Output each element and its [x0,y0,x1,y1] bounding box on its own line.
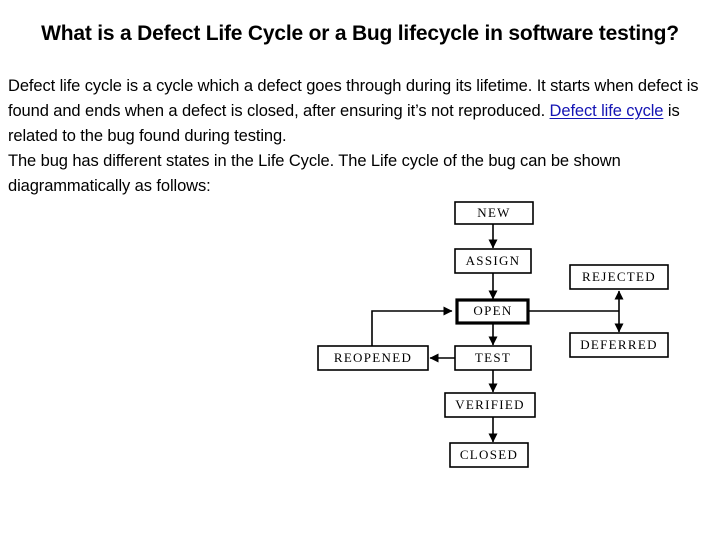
node-test-label: TEST [475,350,511,365]
node-test[interactable]: TEST [454,345,532,371]
node-deferred-label: DEFERRED [580,337,658,352]
node-assign-label: ASSIGN [466,253,521,268]
node-open-label: OPEN [473,303,512,318]
defect-life-cycle-link[interactable]: Defect life cycle [549,102,664,120]
body-copy: Defect life cycle is a cycle which a def… [8,74,708,199]
node-closed-label: CLOSED [460,447,518,462]
node-open[interactable]: OPEN [455,298,530,325]
node-verified-label: VERIFIED [455,397,525,412]
node-deferred[interactable]: DEFERRED [569,332,669,358]
node-assign[interactable]: ASSIGN [454,248,532,274]
node-new-label: NEW [477,205,511,220]
node-closed[interactable]: CLOSED [449,442,529,468]
node-rejected-label: REJECTED [582,269,656,284]
page-title: What is a Defect Life Cycle or a Bug lif… [41,22,679,46]
paragraph-bug-states: The bug has different states in the Life… [8,152,621,195]
node-reopened[interactable]: REOPENED [317,345,429,371]
defect-life-cycle-diagram: NEW ASSIGN OPEN REJECTED DEFERRED REOPEN… [0,190,720,490]
paragraph-text-after-link: is related to the bug found during testi… [8,102,680,145]
edge-reopened-to-open [371,306,453,346]
node-reopened-label: REOPENED [334,350,412,365]
paragraph-text-before-link: Defect life cycle is a cycle which a def… [8,77,699,120]
node-verified[interactable]: VERIFIED [444,392,536,418]
paragraph-defect-life-cycle-intro: Defect life cycle is a cycle which a def… [8,74,708,149]
node-new[interactable]: NEW [454,201,534,225]
node-rejected[interactable]: REJECTED [569,264,669,290]
